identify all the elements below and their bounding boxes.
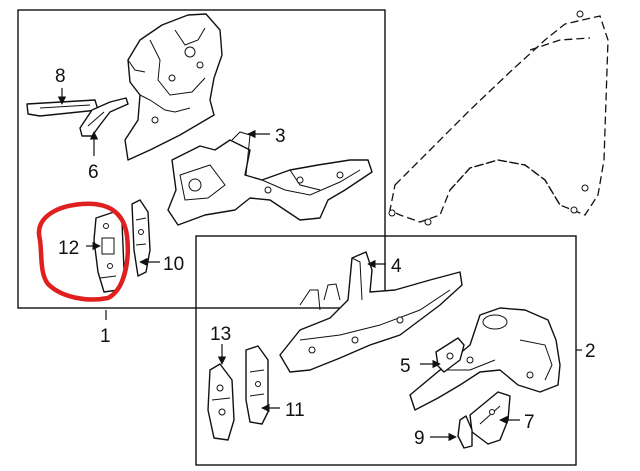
callout-6: 6 (88, 162, 99, 183)
callout-7: 7 (524, 412, 535, 433)
callout-2: 2 (585, 341, 596, 362)
highlight-circle (36, 201, 130, 302)
wheelhouse-apron-part (124, 13, 223, 161)
bracket-part-13 (207, 363, 235, 441)
callout-8: 8 (55, 66, 66, 87)
callout-13: 13 (210, 324, 231, 345)
plate-part-12 (93, 211, 125, 293)
plate-part-7 (469, 391, 511, 445)
fender-outline (388, 10, 609, 226)
callout-5: 5 (400, 356, 411, 377)
leader-lines (57, 88, 582, 442)
callout-11: 11 (285, 400, 305, 421)
callout-9: 9 (414, 428, 425, 449)
assembly-frame-upper (17, 9, 386, 309)
front-side-member-part (167, 131, 373, 226)
bracket-part-11 (245, 345, 269, 425)
callout-12: 12 (58, 238, 79, 259)
callout-1: 1 (100, 326, 111, 347)
strip-part-8 (26, 99, 99, 117)
bracket-part-6 (79, 97, 129, 137)
side-member-part-4 (279, 251, 463, 373)
bracket-part-10 (131, 199, 151, 277)
callout-4: 4 (391, 256, 402, 277)
callout-3: 3 (275, 126, 286, 147)
strut-tower-part (409, 307, 561, 411)
callout-10: 10 (163, 254, 184, 275)
bracket-part-9 (457, 415, 473, 449)
